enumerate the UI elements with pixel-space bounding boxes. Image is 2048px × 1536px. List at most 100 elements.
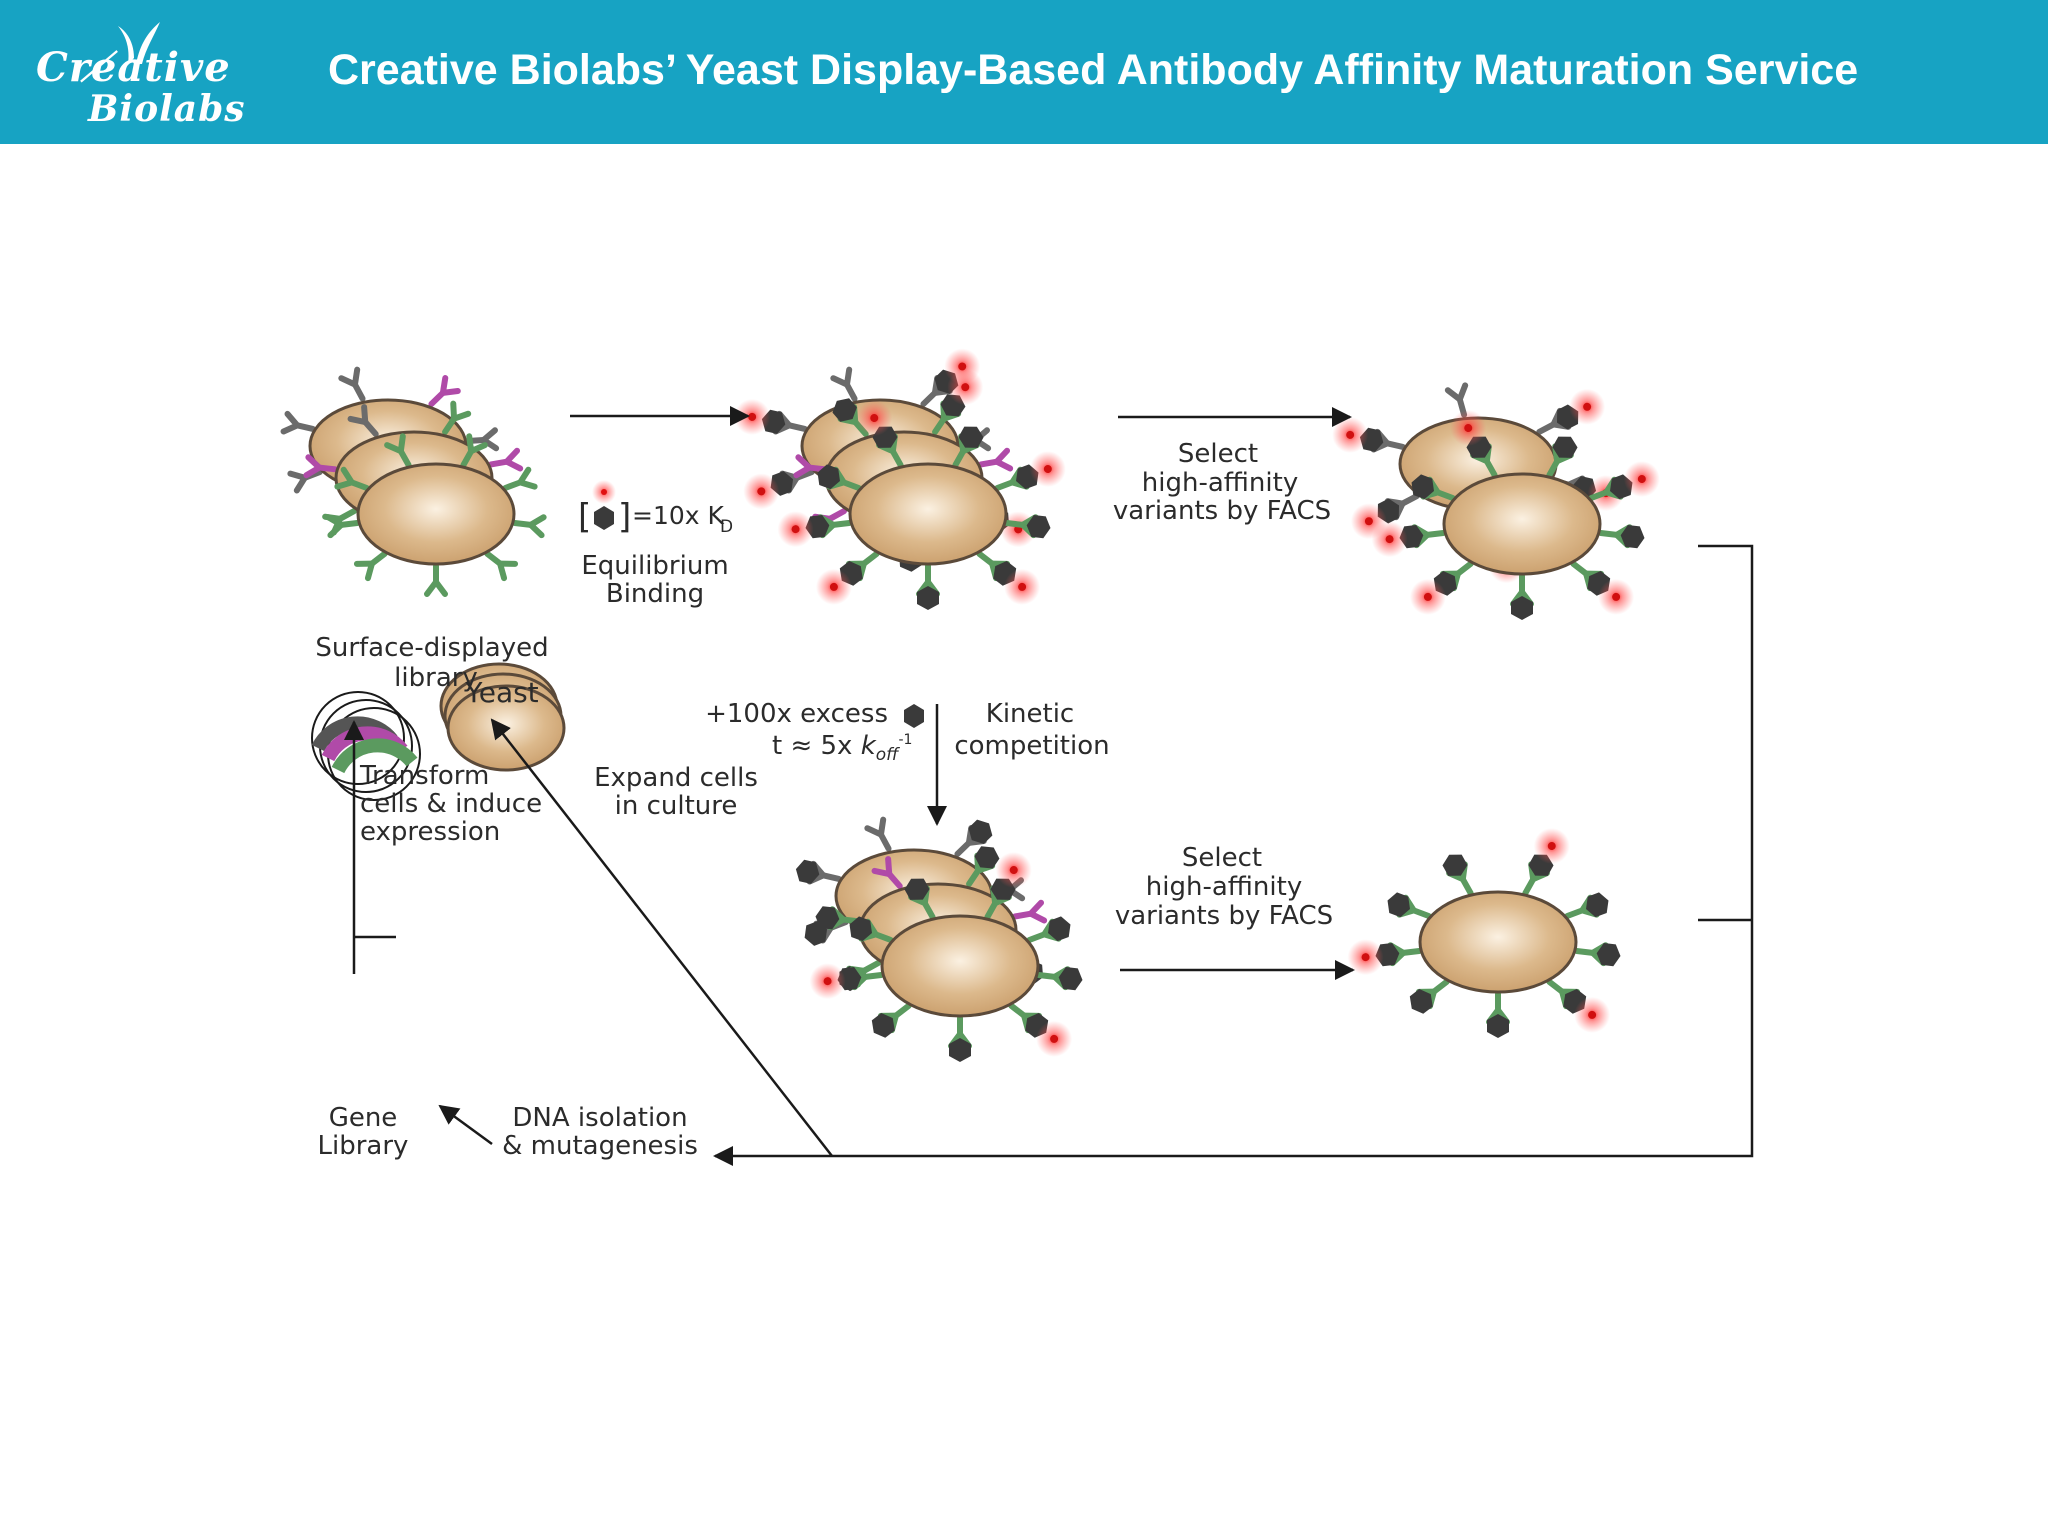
antibody — [424, 563, 448, 597]
select-bottom-label-1: Select — [1182, 843, 1262, 873]
antibody — [830, 366, 858, 402]
eq-concentration-sub: D — [720, 517, 733, 537]
antibody-antigen — [817, 464, 862, 491]
antibody-antigen-fluor — [1350, 493, 1420, 540]
select-bottom-label-3: variants by FACS — [1115, 901, 1333, 931]
surface-displayed-library-cells — [280, 366, 547, 597]
antibody-antigen-fluor — [1546, 978, 1611, 1033]
surface-library-label-1: Surface-displayed — [315, 633, 548, 663]
select-top-label-2: high-affinity — [1142, 468, 1298, 498]
antibody-antigen-fluor — [1450, 410, 1498, 479]
antibody — [864, 816, 892, 852]
dna-isolation-label-2: & mutagenesis — [502, 1131, 698, 1161]
excess-antigen-hexagon-icon — [904, 704, 924, 728]
kinetic-label-1: Kinetic — [986, 699, 1074, 729]
dna-isolation-label-1: DNA isolation — [512, 1103, 687, 1133]
antibody — [334, 466, 370, 491]
affinity-maturation-diagram: Yeast Surface-displayed library — [280, 348, 1754, 1166]
kinetic-competition-cells — [795, 816, 1083, 1062]
antibody-antigen-fluor — [994, 451, 1066, 491]
yeast-label: Yeast — [464, 676, 538, 709]
antibody-antigen-fluor — [1008, 1002, 1073, 1057]
antibody-antigen — [1026, 916, 1071, 943]
antibody-antigen — [954, 819, 993, 857]
antibody — [442, 400, 472, 435]
antibody-antigen — [904, 878, 936, 921]
antibody — [338, 366, 366, 402]
antibody-antigen — [1564, 892, 1609, 919]
flow-arrows — [344, 406, 1754, 1166]
antibody-antigen-fluor — [976, 550, 1041, 605]
page-title: Creative Biolabs’ Yeast Display-Based An… — [328, 46, 1859, 94]
antibody-antigen-fluor — [1332, 416, 1406, 453]
kinetic-label-2: competition — [954, 731, 1109, 761]
antibody — [460, 433, 488, 469]
antibody-antigen-fluor — [734, 398, 808, 435]
antibody-antigen-fluor — [1588, 461, 1660, 501]
equilibrium-binding-label-1: Equilibrium — [581, 551, 728, 581]
antibody-antigen-fluor — [1371, 521, 1447, 558]
equilibrium-binding-label-2: Binding — [606, 579, 704, 609]
transform-label-3: expression — [360, 817, 500, 847]
antibody-antigen — [1510, 573, 1534, 620]
antibody-antigen — [1409, 978, 1450, 1014]
antibody-antigen-fluor — [984, 852, 1032, 921]
antibody-antigen-fluor — [815, 550, 880, 605]
antibody — [488, 447, 524, 472]
antibody — [511, 514, 547, 539]
antibody-antigen — [1486, 991, 1510, 1038]
antibody — [871, 856, 903, 890]
antibody-antigen — [1546, 436, 1578, 479]
antibody-antigen — [948, 1015, 972, 1062]
gene-library-label-1: Gene — [329, 1103, 398, 1133]
antibody-antigen — [1035, 966, 1083, 991]
transform-label-2: cells & induce — [360, 789, 542, 819]
antibody — [384, 433, 412, 469]
antibody-antigen — [966, 846, 1000, 887]
antibody — [502, 466, 538, 491]
antibody-antigen — [916, 563, 940, 610]
antibody — [325, 514, 361, 539]
eq-concentration-label: =10x K — [632, 501, 725, 530]
select-bottom-label-2: high-affinity — [1146, 872, 1302, 902]
yeast-cell — [848, 462, 1008, 566]
antibody-antigen-fluor — [932, 369, 984, 435]
equilibrium-bound-cells — [734, 348, 1066, 610]
antibody-antigen — [1387, 892, 1432, 919]
logo-line1: Cre̸ative — [36, 44, 231, 91]
antibody-antigen — [1003, 514, 1051, 539]
antibody — [1012, 899, 1048, 924]
antibody-antigen — [871, 1002, 912, 1038]
antibody-antigen — [1411, 474, 1456, 501]
svg-text:]: ] — [618, 497, 631, 537]
diagram-labels: Surface-displayed library [ ] =10x K D E… — [315, 439, 1333, 1161]
antibody-antigen-fluor — [777, 511, 853, 548]
yeast-cell — [1418, 890, 1578, 994]
selected-high-affinity-cells-top — [1332, 382, 1660, 620]
antibody-antigen — [952, 426, 984, 469]
yeast-cell — [1442, 472, 1602, 576]
transform-label-1: Transform — [359, 761, 489, 791]
svg-text:[: [ — [578, 497, 591, 537]
yeast-stack: Yeast — [439, 662, 566, 772]
logo-line2: Biolabs — [88, 88, 246, 130]
antibody-antigen-fluor — [1522, 828, 1570, 897]
expand-cells-label-1: Expand cells — [594, 763, 758, 793]
antibody-antigen-fluor — [1536, 388, 1606, 435]
excess-label-2: t ≈ 5x koff-1 — [772, 731, 912, 765]
gene-library-label-2: Library — [318, 1131, 409, 1161]
antibody-antigen-fluor — [809, 963, 885, 1000]
header-bar: Cre̸ative Biolabs Creative Biolabs’ Yeas… — [0, 0, 2048, 144]
creative-biolabs-logo: Cre̸ative Biolabs — [30, 14, 280, 134]
antibody — [484, 550, 519, 582]
antibody-antigen-fluor — [856, 400, 904, 469]
selected-high-affinity-cell-bottom — [1347, 828, 1621, 1038]
antibody-antigen-fluor — [1409, 560, 1474, 615]
antibody — [347, 404, 379, 438]
antibody-antigen-fluor — [1347, 939, 1423, 976]
antigen-concentration: [ ] =10x K D — [578, 480, 733, 537]
surface-library-label-2: library — [394, 663, 478, 693]
yeast-cell — [356, 462, 516, 566]
antibody — [303, 454, 339, 479]
antibody — [428, 375, 461, 407]
